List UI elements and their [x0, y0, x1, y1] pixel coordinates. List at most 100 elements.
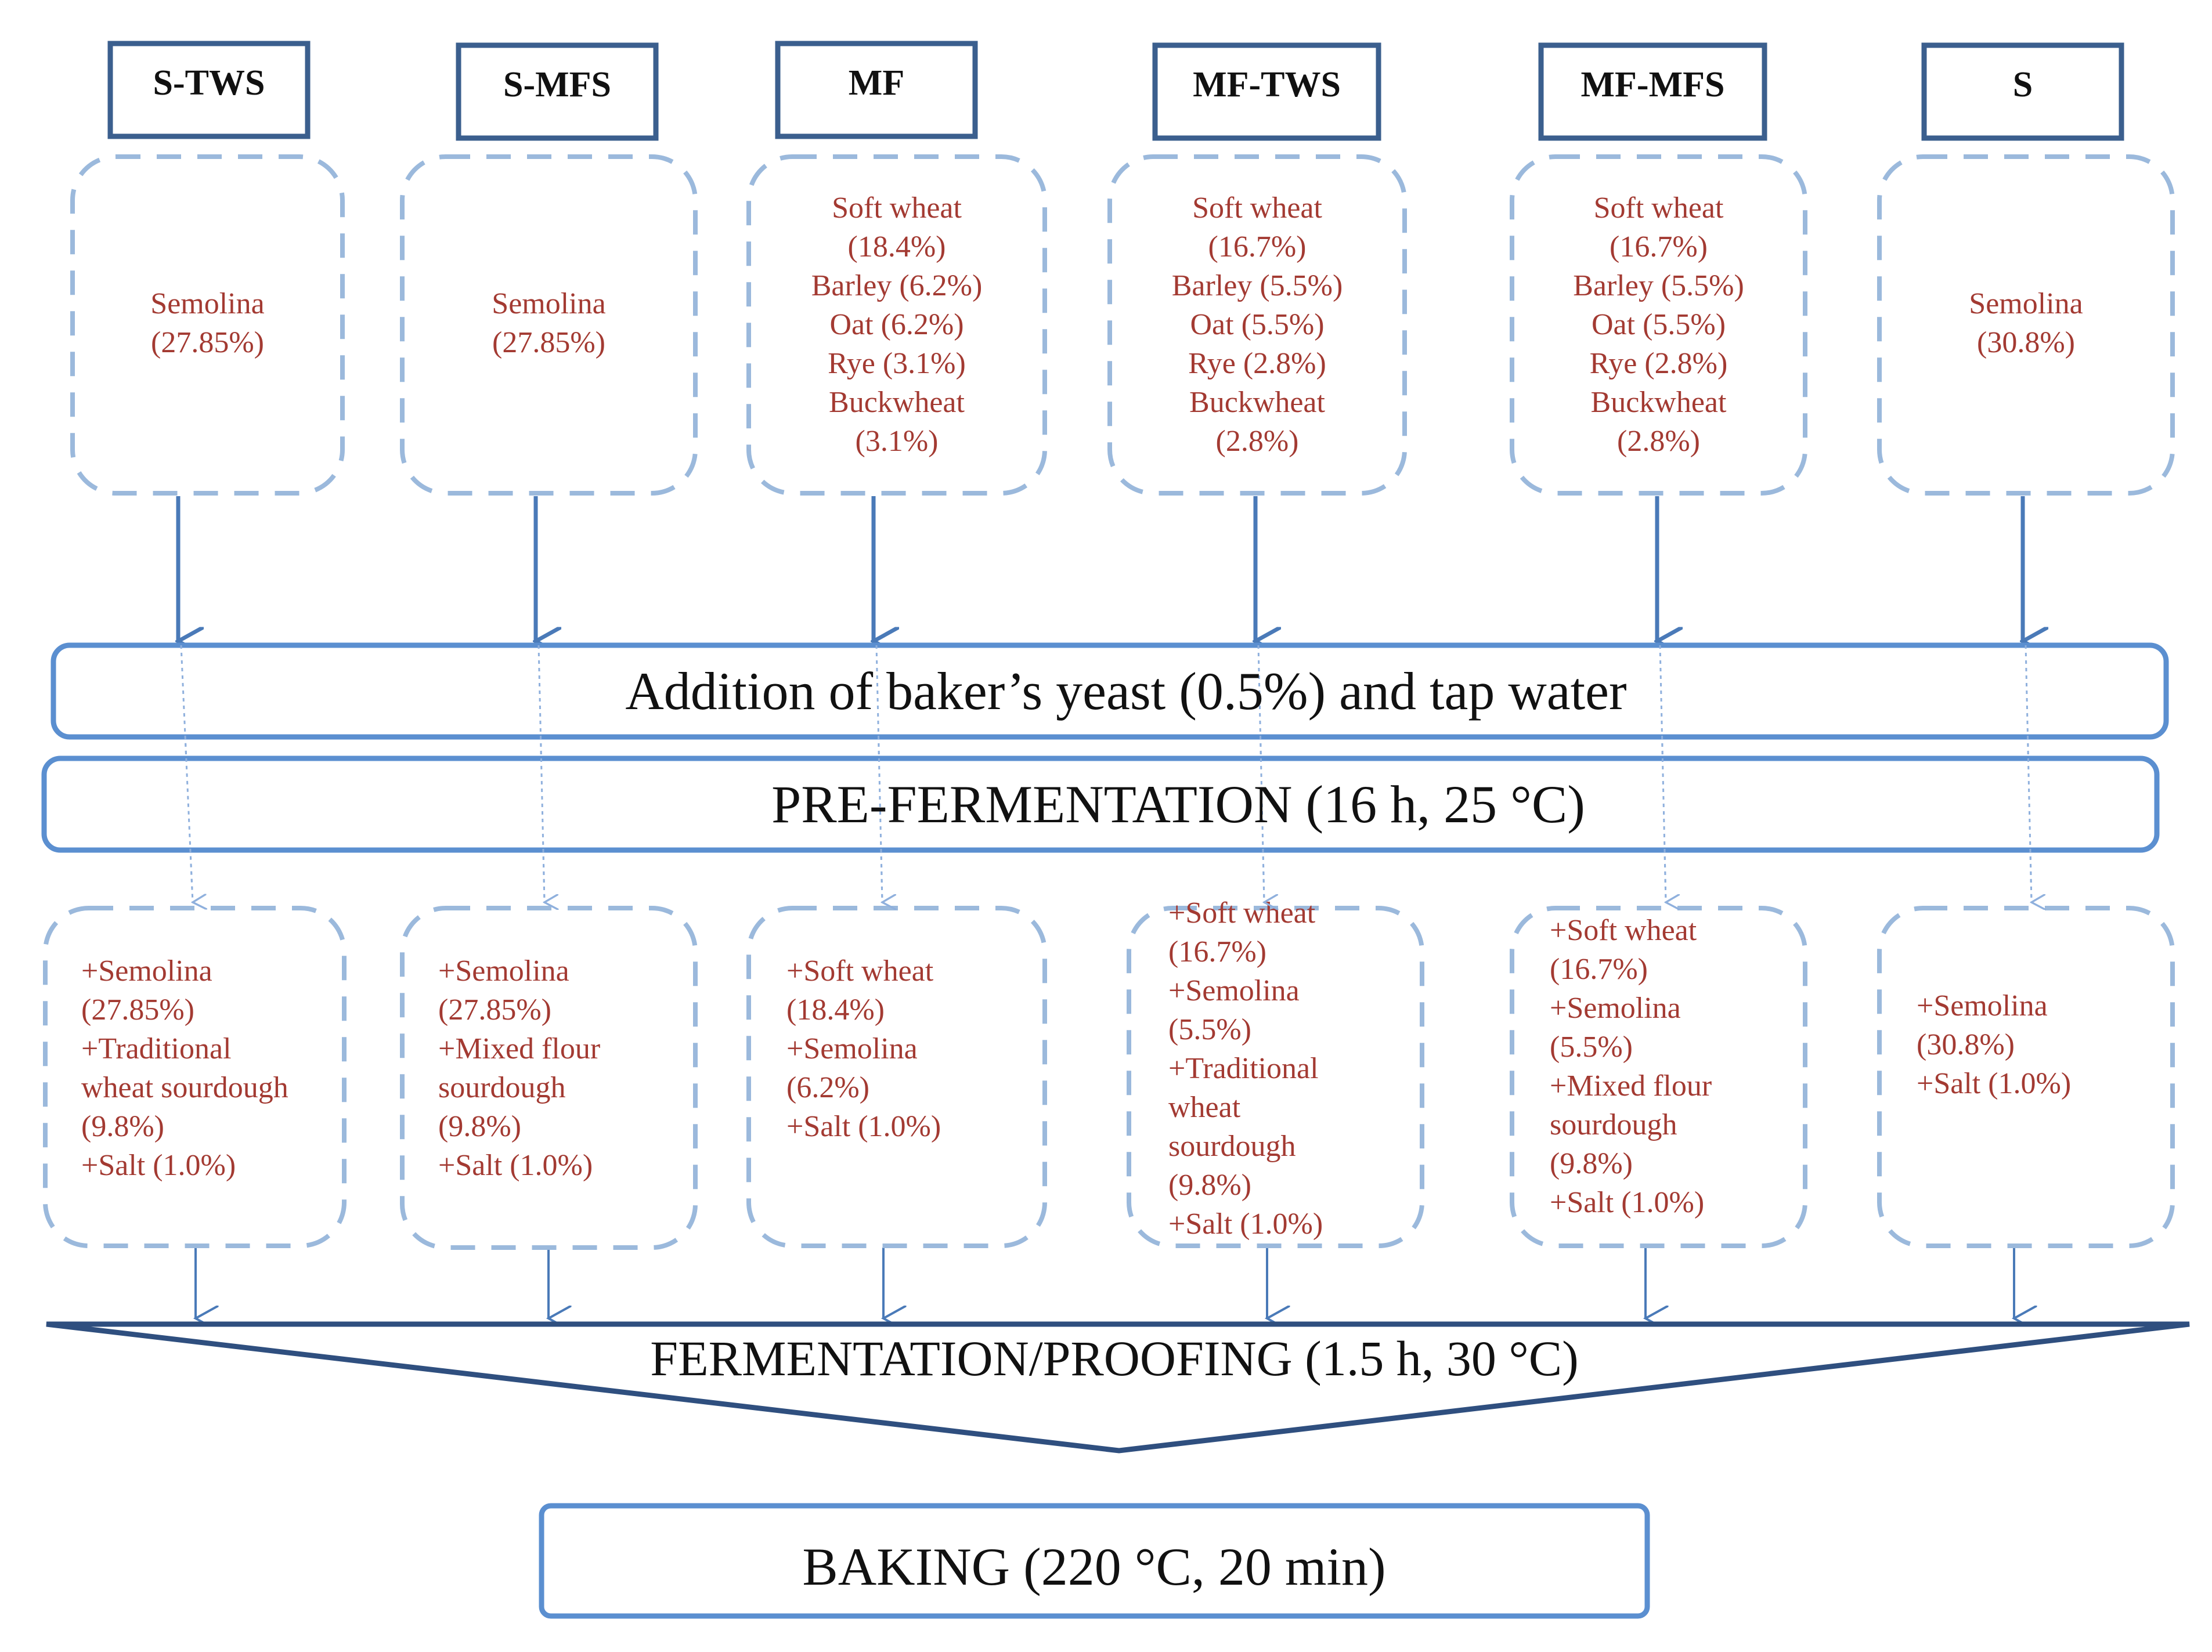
addition-line: +Semolina — [1550, 992, 1681, 1025]
addition-line: +Salt (1.0%) — [81, 1149, 236, 1182]
addition-line: sourdough — [1550, 1108, 1677, 1141]
dotted-connector-line — [180, 645, 193, 902]
initial-flour-line: (2.8%) — [1617, 425, 1700, 458]
sample-header-box — [456, 42, 659, 141]
sample-code-label: MF — [849, 63, 904, 103]
initial-flour-line: (2.8%) — [1216, 425, 1299, 458]
addition-line: (27.85%) — [81, 993, 194, 1026]
sample-header-box — [1152, 42, 1381, 141]
addition-line: wheat sourdough — [81, 1071, 288, 1104]
addition-line: (16.7%) — [1550, 953, 1648, 986]
addition-line: (18.4%) — [786, 993, 885, 1026]
addition-line: +Soft wheat — [1550, 914, 1697, 947]
initial-flour-text: Semolina (27.85%) — [150, 287, 264, 359]
addition-line: (27.85%) — [438, 993, 551, 1026]
initial-flour-line: Buckwheat — [1189, 386, 1325, 419]
sample-code-label: S-MFS — [503, 65, 611, 104]
addition-line: +Traditional — [1168, 1052, 1319, 1085]
initial-flour-line: (27.85%) — [492, 326, 605, 359]
initial-flour-line: Barley (5.5%) — [1573, 269, 1744, 302]
initial-flour-line: Rye (2.8%) — [1188, 347, 1326, 380]
sample-code-label: S — [2013, 65, 2033, 104]
dotted-connector-line — [1257, 645, 1264, 902]
sample-column-s-mfs: S-MFS Semolina (27.85%) +Semolina (27.85%) +M… — [400, 42, 698, 1250]
addition-line: (9.8%) — [81, 1110, 164, 1143]
dotted-connector-line — [537, 645, 544, 902]
additions-text: +Soft wheat(18.4%)+Semolina(6.2%)+Salt (… — [786, 955, 941, 1143]
prefermentation-step-label: PRE-FERMENTATION (16 h, 25 °C) — [771, 775, 1585, 834]
addition-step-box — [50, 642, 2169, 740]
addition-line: wheat — [1168, 1091, 1241, 1124]
addition-step-label: Addition of baker’s yeast (0.5%) and tap… — [625, 661, 1626, 721]
addition-line: +Semolina — [1168, 974, 1300, 1007]
initial-flour-line: Semolina — [492, 287, 605, 320]
baking-step-box — [539, 1503, 1650, 1619]
additions-text: +Soft wheat (16.7%) +Semolina (5.5%) +Tradit… — [1168, 897, 1323, 1241]
additions-box — [1877, 906, 2175, 1248]
addition-line: +Semolina — [1917, 989, 2048, 1022]
addition-line: +Soft wheat — [1168, 897, 1316, 930]
additions-text: +Soft wheat (16.7%) +Semolina (5.5%) +Mixed … — [1550, 914, 1712, 1219]
addition-line: (6.2%) — [786, 1071, 869, 1104]
initial-flour-line: Barley (5.5%) — [1172, 269, 1343, 302]
initial-flour-line: (30.8%) — [1977, 326, 2075, 359]
additions-box — [43, 906, 347, 1248]
initial-flour-box — [746, 154, 1047, 496]
addition-line: (16.7%) — [1168, 935, 1266, 968]
addition-line: +Salt (1.0%) — [1550, 1186, 1704, 1219]
sample-code-label: MF-TWS — [1193, 65, 1341, 104]
initial-flour-line: (27.85%) — [151, 326, 264, 359]
process-steps — [41, 642, 2190, 1619]
additions-box — [746, 906, 1047, 1248]
additions-box — [1510, 906, 1807, 1248]
addition-line: +Salt (1.0%) — [1168, 1208, 1323, 1241]
addition-line: (9.8%) — [1168, 1169, 1251, 1202]
initial-flour-text: Semolina (30.8%) — [1969, 287, 2083, 359]
dotted-connector-line — [2025, 645, 2031, 902]
initial-flour-line: Semolina — [1969, 287, 2083, 320]
addition-line: (9.8%) — [438, 1110, 521, 1143]
initial-flour-text: Semolina (27.85%) — [492, 287, 605, 359]
sample-header-box — [107, 41, 311, 139]
fermentation-funnel-shape — [46, 1321, 2190, 1454]
sample-columns: S-TWS Semolina (27.85%) +Semolina (27.85%) +T… — [43, 41, 2175, 1250]
initial-flour-box — [1877, 154, 2175, 496]
addition-line: sourdough — [1168, 1130, 1296, 1163]
sample-header-box — [1538, 42, 1767, 141]
prefermentation-step-box — [41, 755, 2160, 853]
initial-flour-line: Oat (5.5%) — [1592, 308, 1726, 341]
addition-line: +Traditional — [81, 1032, 232, 1065]
addition-line: sourdough — [438, 1071, 566, 1104]
additions-text: +Semolina (27.85%) +Mixed flour sourdough (9… — [438, 955, 600, 1182]
initial-flour-text: Soft wheat(16.7%)Barley (5.5%)Oat (5.5%)… — [1172, 191, 1343, 458]
initial-flour-line: Semolina — [150, 287, 264, 320]
sample-code-label: S-TWS — [153, 63, 265, 103]
addition-line: +Salt (1.0%) — [786, 1110, 941, 1143]
addition-line: +Semolina — [786, 1032, 918, 1065]
sample-code-label: MF-MFS — [1581, 65, 1725, 104]
initial-flour-line: Rye (2.8%) — [1590, 347, 1728, 380]
sample-header-box — [1921, 42, 2124, 141]
addition-line: (5.5%) — [1550, 1031, 1633, 1064]
dotted-connector-line — [1659, 645, 1666, 902]
initial-flour-line: (3.1%) — [856, 425, 939, 458]
addition-line: (5.5%) — [1168, 1013, 1251, 1046]
addition-line: +Salt (1.0%) — [438, 1149, 593, 1182]
initial-flour-line: Soft wheat — [1192, 191, 1322, 225]
initial-flour-box — [70, 154, 345, 496]
initial-flour-text: Soft wheat(18.4%)Barley (6.2%)Oat (6.2%)… — [811, 191, 983, 458]
addition-line: +Mixed flour — [1550, 1069, 1712, 1102]
initial-flour-line: (18.4%) — [848, 230, 946, 263]
addition-line: +Mixed flour — [438, 1032, 600, 1065]
initial-flour-line: Barley (6.2%) — [811, 269, 983, 302]
initial-flour-box — [400, 154, 698, 496]
addition-line: +Semolina — [438, 955, 569, 988]
sample-column-mf-tws: MF-TWS Soft wheat(16.7%)Barley (5.5%)Oat … — [1107, 42, 1424, 1248]
initial-flour-line: Rye (3.1%) — [828, 347, 966, 380]
initial-flour-line: Buckwheat — [829, 386, 965, 419]
initial-flour-line: Buckwheat — [1591, 386, 1727, 419]
